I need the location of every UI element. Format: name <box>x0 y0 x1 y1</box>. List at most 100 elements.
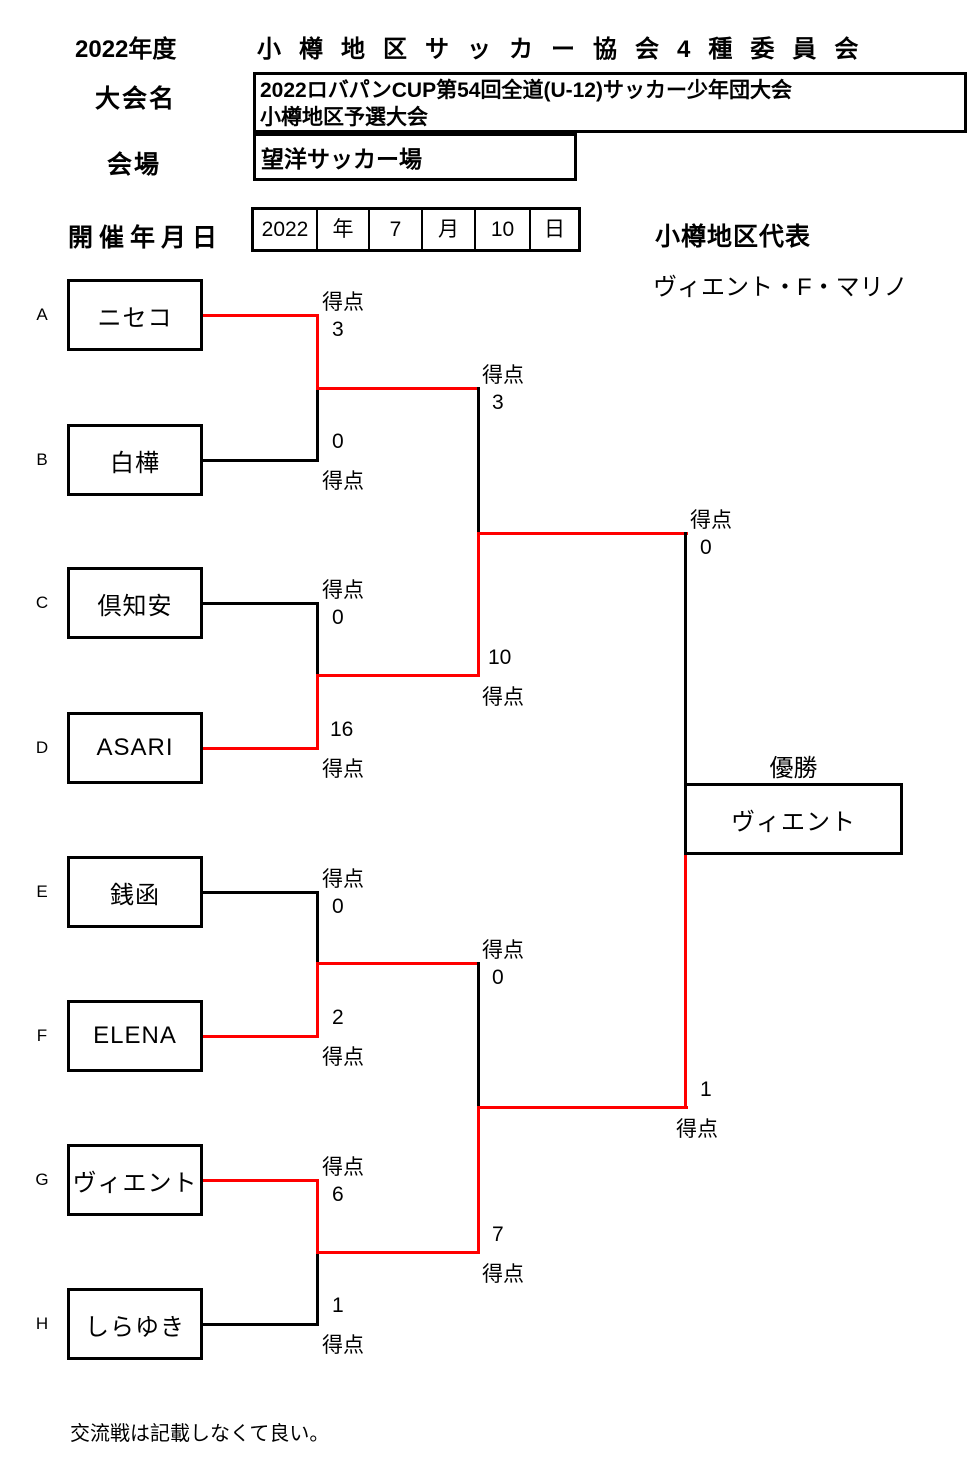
advance-line-sf1-winner <box>477 532 688 535</box>
match-line-g-winner <box>203 1179 318 1182</box>
team-box-e: 銭函 <box>67 856 203 928</box>
score-label-d: 得点 <box>322 758 364 781</box>
team-name-f: ELENA <box>93 1022 177 1049</box>
fiscal-year-label: 2022年度 <box>75 36 177 63</box>
champion-box: ヴィエント <box>684 783 903 855</box>
date-label: 開催年月日 <box>68 224 224 252</box>
venue-label: 会場 <box>107 151 162 179</box>
date-month-unit: 月 <box>423 210 476 249</box>
score-label-a: 得点 <box>322 291 364 314</box>
tournament-name-line2: 小樽地区予選大会 <box>260 106 428 129</box>
r1-connector-ef-top <box>316 891 319 965</box>
seed-label-g: G <box>35 1170 49 1189</box>
sf1-connector-top <box>477 387 480 533</box>
sf2-top-score-label: 得点 <box>482 939 524 962</box>
match-line-e <box>203 891 318 894</box>
date-year-unit: 年 <box>318 210 370 249</box>
seed-label-h: H <box>35 1314 49 1333</box>
match-line-a-winner <box>203 314 318 317</box>
sf1-top-score-label: 得点 <box>482 364 524 387</box>
sf1-bottom-score-label: 得点 <box>482 686 524 709</box>
team-name-d: ASARI <box>96 734 174 761</box>
committee-title: 小樽地区サッカー協会4種委員会 <box>257 36 877 63</box>
score-value-b: 0 <box>332 430 344 453</box>
score-value-a: 3 <box>332 318 344 341</box>
sf1-top-score-value: 3 <box>492 391 504 414</box>
date-day-unit: 日 <box>544 218 565 241</box>
sf2-top-score-value: 0 <box>492 966 504 989</box>
date-month-value: 7 <box>370 210 423 249</box>
representative-name: ヴィエント・F・マリノ <box>653 274 908 301</box>
match-line-c <box>203 602 318 605</box>
score-value-g: 6 <box>332 1183 344 1206</box>
team-name-e: 銭函 <box>110 881 160 909</box>
team-box-a: ニセコ <box>67 279 203 351</box>
score-value-d: 16 <box>330 718 354 741</box>
team-name-h: しらゆき <box>85 1313 185 1341</box>
champion-name: ヴィエント <box>731 808 856 836</box>
seed-label-e: E <box>36 882 48 901</box>
tournament-name-line1: 2022ロバパンCUP第54回全道(U-12)サッカー少年団大会 <box>260 79 792 102</box>
date-year-value: 2022 <box>254 210 318 249</box>
advance-line-cd-winner <box>316 674 480 677</box>
sf2-connector-bottom-winner <box>477 1107 480 1254</box>
sf2-bottom-score-label: 得点 <box>482 1263 524 1286</box>
seed-label-c: C <box>35 593 49 612</box>
final-connector-bottom-winner <box>684 855 687 1109</box>
team-box-b: 白樺 <box>67 424 203 496</box>
tournament-name-box: 2022ロバパンCUP第54回全道(U-12)サッカー少年団大会 小樽地区予選大… <box>253 72 967 133</box>
footnote: 交流戦は記載しなくて良い。 <box>70 1423 330 1445</box>
r1-connector-cd-top <box>316 602 319 676</box>
team-box-f: ELENA <box>67 1000 203 1072</box>
team-box-d: ASARI <box>67 712 203 784</box>
score-label-h: 得点 <box>322 1334 364 1357</box>
match-line-b <box>203 459 318 462</box>
sf1-connector-bottom-winner <box>477 533 480 677</box>
champion-label: 優勝 <box>769 755 818 782</box>
seed-label-a: A <box>36 305 48 324</box>
team-box-h: しらゆき <box>67 1288 203 1360</box>
date-day-value: 10 <box>476 210 531 249</box>
score-value-c: 0 <box>332 606 344 629</box>
team-box-g: ヴィエント <box>67 1144 203 1216</box>
date-table: 2022 年 7 月 10 日 <box>251 207 581 252</box>
sf2-bottom-score-value: 7 <box>492 1223 504 1246</box>
final-connector-top <box>684 532 687 783</box>
r1-connector-ab-top-winner <box>316 314 319 390</box>
advance-line-gh-winner <box>316 1251 480 1254</box>
team-name-b: 白樺 <box>110 449 160 477</box>
final-top-score-value: 0 <box>700 536 712 559</box>
seed-label-b: B <box>36 450 48 469</box>
team-name-a: ニセコ <box>97 304 173 332</box>
seed-label-f: F <box>36 1026 48 1045</box>
r1-connector-gh-bottom <box>316 1254 319 1326</box>
final-top-score-label: 得点 <box>690 509 732 532</box>
match-line-f-winner <box>203 1035 318 1038</box>
r1-connector-cd-bottom-winner <box>316 676 319 750</box>
score-label-b: 得点 <box>322 470 364 493</box>
team-name-c: 倶知安 <box>97 592 173 620</box>
score-label-f: 得点 <box>322 1046 364 1069</box>
final-bottom-score-value: 1 <box>700 1078 712 1101</box>
advance-line-ef-winner <box>316 962 480 965</box>
match-line-d-winner <box>203 747 318 750</box>
score-value-e: 0 <box>332 895 344 918</box>
team-box-c: 倶知安 <box>67 567 203 639</box>
r1-connector-ef-bottom-winner <box>316 965 319 1038</box>
sf2-connector-top <box>477 962 480 1107</box>
tournament-name-label: 大会名 <box>95 85 177 113</box>
venue-name: 望洋サッカー場 <box>261 146 422 172</box>
score-label-g: 得点 <box>322 1156 364 1179</box>
seed-label-d: D <box>35 738 49 757</box>
score-value-h: 1 <box>332 1294 344 1317</box>
sf1-bottom-score-value: 10 <box>488 646 512 669</box>
venue-box: 望洋サッカー場 <box>253 133 577 181</box>
representative-label: 小樽地区代表 <box>655 223 812 251</box>
r1-connector-ab-bottom <box>316 390 319 462</box>
score-label-c: 得点 <box>322 579 364 602</box>
advance-line-sf2-winner <box>477 1106 688 1109</box>
score-label-e: 得点 <box>322 868 364 891</box>
score-value-f: 2 <box>332 1006 344 1029</box>
advance-line-ab-winner <box>316 387 480 390</box>
